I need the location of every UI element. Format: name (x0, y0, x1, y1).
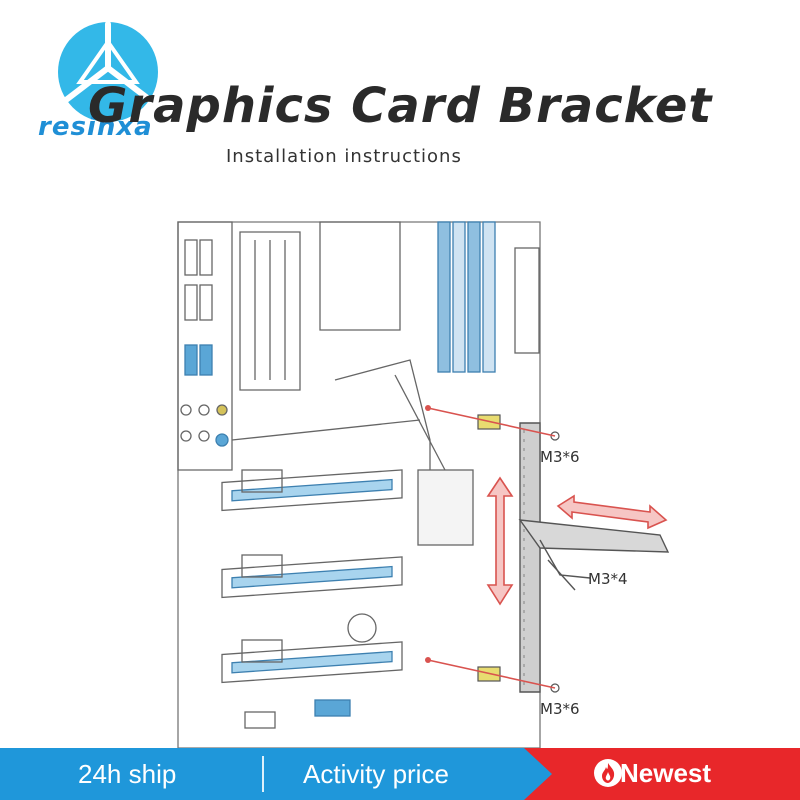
bracket-illustration (518, 422, 670, 693)
ship-label: 24h ship (78, 759, 177, 789)
callout-bottom-screw: M3*6 (540, 700, 580, 718)
activity-price-label: Activity price (303, 759, 449, 789)
banner-divider (262, 756, 264, 792)
promo-banner: 24h ship Activity price Newest (0, 748, 800, 800)
page-subtitle: Installation instructions (226, 146, 462, 167)
callout-bracket-screw: M3*4 (588, 570, 628, 588)
brand-name: resinxa (38, 112, 153, 142)
newest-badge (524, 748, 800, 800)
promo-banner-blue: 24h ship Activity price (0, 748, 556, 800)
callout-top-screw: M3*6 (540, 448, 580, 466)
direction-arrows (425, 405, 668, 689)
motherboard-illustration (177, 221, 541, 749)
newest-label: Newest (620, 758, 712, 788)
flame-icon (594, 759, 622, 787)
page-title: Graphics Card Bracket (88, 78, 713, 134)
resinxa-logo-icon (58, 21, 158, 122)
